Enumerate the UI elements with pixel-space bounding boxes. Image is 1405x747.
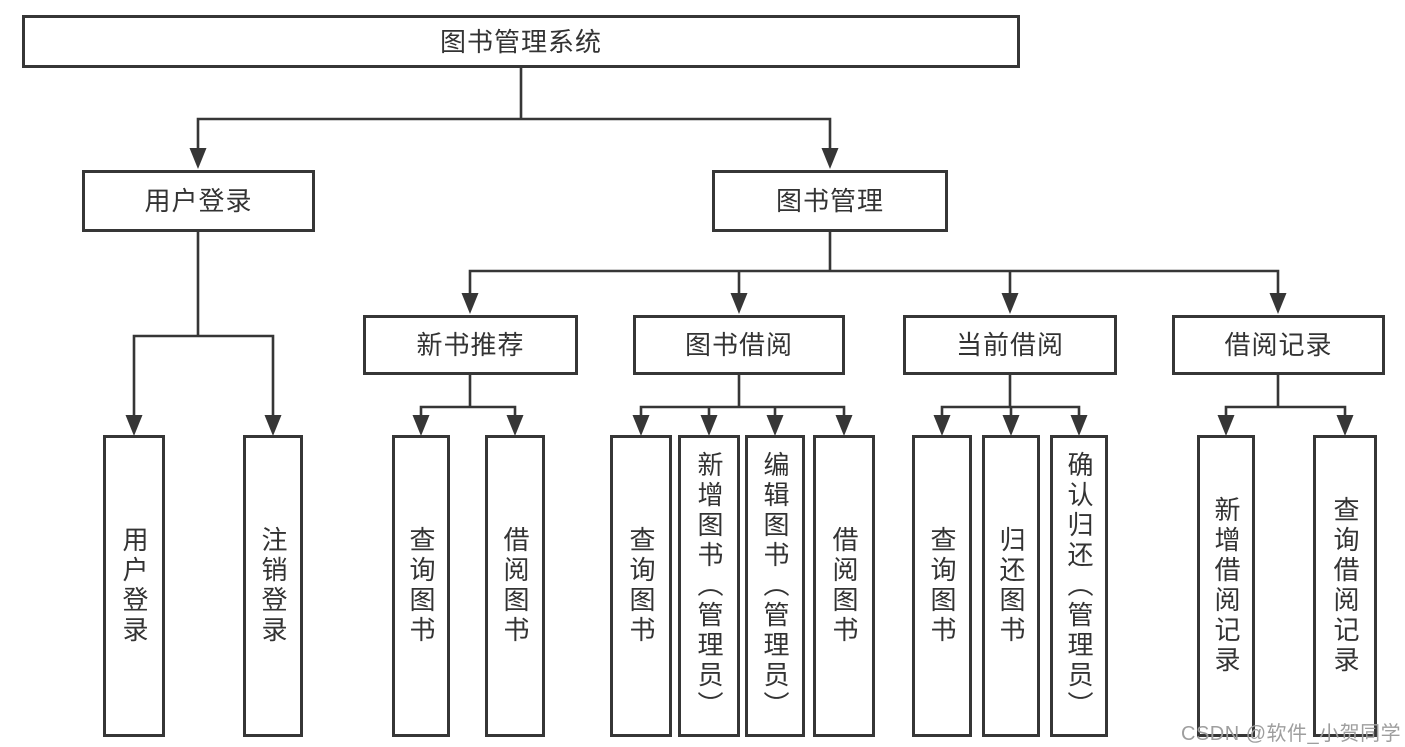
leaf-borrow-books-recommend: 借阅图书 [485,435,545,737]
leaf-query-books-current: 查询图书 [912,435,972,737]
leaf-label: 新增借阅记录 [1211,496,1241,676]
arrow-down-icon [835,415,853,436]
connector-book-management [468,230,1280,299]
node-label: 借阅记录 [1224,330,1333,360]
node-current-borrowing: 当前借阅 [903,315,1117,375]
leaf-label: 查询图书 [927,526,957,646]
arrow-down-icon [933,415,951,436]
arrow-down-icon [1269,293,1287,314]
connector-root [196,66,832,154]
node-label: 当前借阅 [955,330,1064,360]
node-label: 图书借阅 [684,330,793,360]
arrow-down-icon [700,415,718,436]
node-borrow-records: 借阅记录 [1172,315,1385,375]
arrow-down-icon [766,415,784,436]
arrow-down-icon [1002,415,1020,436]
leaf-confirm-return-admin: 确认归还（管理员） [1050,435,1108,737]
arrow-down-icon [821,148,839,169]
node-book-management: 图书管理 [712,170,948,232]
leaf-return-books: 归还图书 [982,435,1040,737]
leaf-edit-books-admin: 编辑图书（管理员） [745,435,805,737]
leaf-label: 借阅图书 [829,526,859,646]
arrow-down-icon [264,415,282,436]
node-label: 图书管理 [775,186,884,216]
leaf-query-books-recommend: 查询图书 [392,435,450,737]
leaf-add-borrow-record: 新增借阅记录 [1197,435,1255,737]
leaf-label: 借阅图书 [500,526,530,646]
node-label: 图书管理系统 [439,26,602,57]
arrow-down-icon [1001,293,1019,314]
leaf-logout: 注销登录 [243,435,303,737]
node-user-login: 用户登录 [82,170,315,232]
arrow-down-icon [461,293,479,314]
connector-new-books [419,373,517,420]
leaf-query-books-borrowing: 查询图书 [610,435,672,737]
node-label: 新书推荐 [416,330,525,360]
node-book-borrowing: 图书借阅 [633,315,845,375]
leaf-query-borrow-record: 查询借阅记录 [1313,435,1377,737]
node-library-management-system: 图书管理系统 [22,15,1020,68]
arrow-down-icon [506,415,524,436]
arrow-down-icon [1217,415,1235,436]
leaf-label: 查询图书 [626,526,656,646]
leaf-label: 用户登录 [119,526,149,646]
arrow-down-icon [189,148,207,169]
connector-borrowing [639,373,846,420]
arrow-down-icon [412,415,430,436]
node-new-book-recommend: 新书推荐 [363,315,578,375]
leaf-label: 注销登录 [258,526,288,646]
leaf-borrow-books: 借阅图书 [813,435,875,737]
leaf-label: 确认归还（管理员） [1064,451,1094,721]
leaf-label: 新增图书（管理员） [694,451,724,721]
connector-user-login [132,230,275,420]
leaf-label: 查询图书 [406,526,436,646]
connector-records [1224,373,1347,420]
leaf-label: 查询借阅记录 [1330,496,1360,676]
arrow-down-icon [632,415,650,436]
arrow-down-icon [1070,415,1088,436]
arrow-down-icon [1336,415,1354,436]
leaf-label: 归还图书 [996,526,1026,646]
node-label: 用户登录 [144,186,253,216]
leaf-user-login: 用户登录 [103,435,165,737]
watermark: CSDN @软件_小贺同学 [1181,723,1402,745]
arrow-down-icon [730,293,748,314]
arrow-down-icon [125,415,143,436]
leaf-label: 编辑图书（管理员） [760,451,790,721]
connector-current [940,373,1081,420]
leaf-add-books-admin: 新增图书（管理员） [678,435,740,737]
